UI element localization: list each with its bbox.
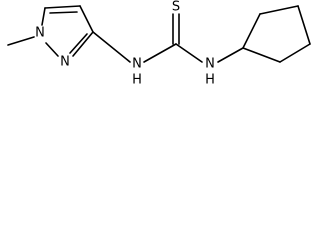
bond-cp2-cp3: [259, 5, 299, 15]
atom-s: S: [172, 0, 180, 15]
bond-cp1-cp2: [242, 13, 261, 49]
bond-c4-c5-double-inner: [49, 11, 78, 14]
bond-c-nh-right: [175, 43, 203, 63]
bond-methyl-n1: [7, 36, 35, 46]
bond-cp5-cp1: [242, 47, 281, 63]
bond-c5-c4: [44, 5, 81, 9]
atom-labels: N N N H S N H: [35, 0, 215, 88]
atom-n1: N: [35, 26, 45, 41]
atom-n2: N: [60, 55, 70, 70]
atom-nh-right-n: N: [205, 57, 215, 72]
bond-c3-nh-left: [92, 31, 131, 63]
bond-c3-n2-double-inner: [69, 33, 88, 54]
bond-nh-right-cp: [217, 47, 244, 63]
bond-cp3-cp4: [297, 5, 311, 45]
atom-nh-right-h: H: [205, 73, 215, 88]
bond-n2-n1: [45, 42, 59, 57]
bond-n1-c5: [41, 7, 46, 26]
molecule-structure-diagram: N N N H S N H: [7, 0, 311, 88]
bond-c4-c3: [79, 5, 94, 33]
atom-nh-left-h: H: [132, 73, 142, 88]
bonds: [7, 5, 311, 63]
bond-cp4-cp5: [279, 43, 311, 63]
atom-nh-left-n: N: [132, 57, 142, 72]
bond-c3-n2: [72, 31, 94, 57]
bond-nh-left-c: [143, 43, 177, 63]
